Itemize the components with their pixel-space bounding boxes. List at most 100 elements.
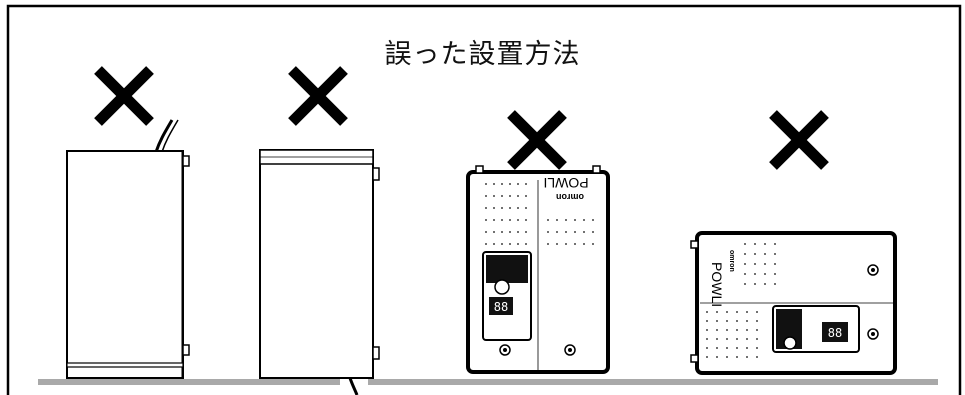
vent-dot <box>525 243 527 245</box>
vent-dot <box>547 243 549 245</box>
vent-dot <box>547 231 549 233</box>
vent-dot <box>706 320 708 322</box>
vent-dot <box>774 273 776 275</box>
vent-dot <box>764 273 766 275</box>
unit-side-view-2 <box>259 149 380 395</box>
vent-dot <box>764 263 766 265</box>
vent-dot <box>744 243 746 245</box>
vent-dot <box>756 338 758 340</box>
vent-dot <box>493 243 495 245</box>
vent-dot <box>774 253 776 255</box>
vent-dot <box>565 231 567 233</box>
vent-dot <box>509 219 511 221</box>
vent-dot <box>756 356 758 358</box>
floor-line-right <box>368 379 938 385</box>
vent-dot <box>556 219 558 221</box>
vent-dot <box>744 263 746 265</box>
vent-dot <box>746 347 748 349</box>
vent-dot <box>706 311 708 313</box>
vent-dot <box>592 243 594 245</box>
vent-dot <box>736 311 738 313</box>
vent-dot <box>726 329 728 331</box>
display-digits-4: 88 <box>828 326 842 340</box>
unit-front-sideways: POWLI omron 88 <box>690 231 897 375</box>
frame-border <box>6 4 962 395</box>
vent-dot <box>592 219 594 221</box>
vent-dot <box>736 356 738 358</box>
vent-dot <box>556 231 558 233</box>
unit-front-upside-down: omron POWLI 88 <box>466 165 610 374</box>
vent-dot <box>774 243 776 245</box>
vent-dot <box>746 329 748 331</box>
cross-mark-4 <box>769 110 829 170</box>
vent-dot <box>501 231 503 233</box>
vent-dot <box>746 311 748 313</box>
vent-dot <box>517 219 519 221</box>
vent-dot <box>525 207 527 209</box>
vent-dot <box>706 356 708 358</box>
vent-dot <box>574 231 576 233</box>
vent-dot <box>716 329 718 331</box>
vent-dot <box>583 243 585 245</box>
vent-dot <box>509 231 511 233</box>
vent-dot <box>716 347 718 349</box>
brand-label-sideways: omron <box>728 250 735 272</box>
vent-dot <box>485 243 487 245</box>
vent-dot <box>746 338 748 340</box>
vent-dot <box>493 207 495 209</box>
vent-dot <box>736 338 738 340</box>
brand-label-flipped: omron <box>556 192 584 202</box>
vent-dot <box>764 283 766 285</box>
vent-dot <box>746 356 748 358</box>
vent-dot <box>493 195 495 197</box>
vent-dot <box>754 243 756 245</box>
vent-dot <box>565 243 567 245</box>
vent-dot <box>485 207 487 209</box>
vent-dot <box>574 219 576 221</box>
vent-dot <box>716 356 718 358</box>
display-digits-3: 88 <box>494 300 508 314</box>
vent-dot <box>485 195 487 197</box>
vent-dot <box>574 243 576 245</box>
vent-dot <box>547 219 549 221</box>
vent-dot <box>501 243 503 245</box>
vent-dot <box>556 243 558 245</box>
vent-dot <box>501 183 503 185</box>
vent-dot <box>485 183 487 185</box>
vent-dot <box>736 320 738 322</box>
vent-dot <box>736 329 738 331</box>
vent-dot <box>754 283 756 285</box>
vent-dot <box>726 347 728 349</box>
vent-dot <box>756 347 758 349</box>
vent-dot <box>517 231 519 233</box>
vent-dot <box>706 338 708 340</box>
vent-dot <box>726 338 728 340</box>
vent-dot <box>746 320 748 322</box>
vent-dot <box>517 243 519 245</box>
model-label-sideways: POWLI <box>709 262 725 307</box>
vent-dot <box>726 320 728 322</box>
vent-dot <box>716 320 718 322</box>
vent-dot <box>565 219 567 221</box>
floor-line-left <box>38 379 340 385</box>
vent-dot <box>525 183 527 185</box>
cross-mark-2 <box>288 66 348 126</box>
vent-dot <box>744 283 746 285</box>
diagram-title: 誤った設置方法 <box>384 39 581 70</box>
vent-dot <box>509 207 511 209</box>
vent-dot <box>754 273 756 275</box>
vent-dot <box>517 207 519 209</box>
vent-dot <box>525 231 527 233</box>
vent-dot <box>509 183 511 185</box>
vent-dot <box>493 231 495 233</box>
vent-dot <box>756 329 758 331</box>
vent-dot <box>744 253 746 255</box>
vent-dot <box>774 283 776 285</box>
vent-dot <box>756 320 758 322</box>
vent-dot <box>706 347 708 349</box>
vent-dot <box>583 231 585 233</box>
cross-mark-3 <box>507 110 567 170</box>
vent-dot <box>517 183 519 185</box>
